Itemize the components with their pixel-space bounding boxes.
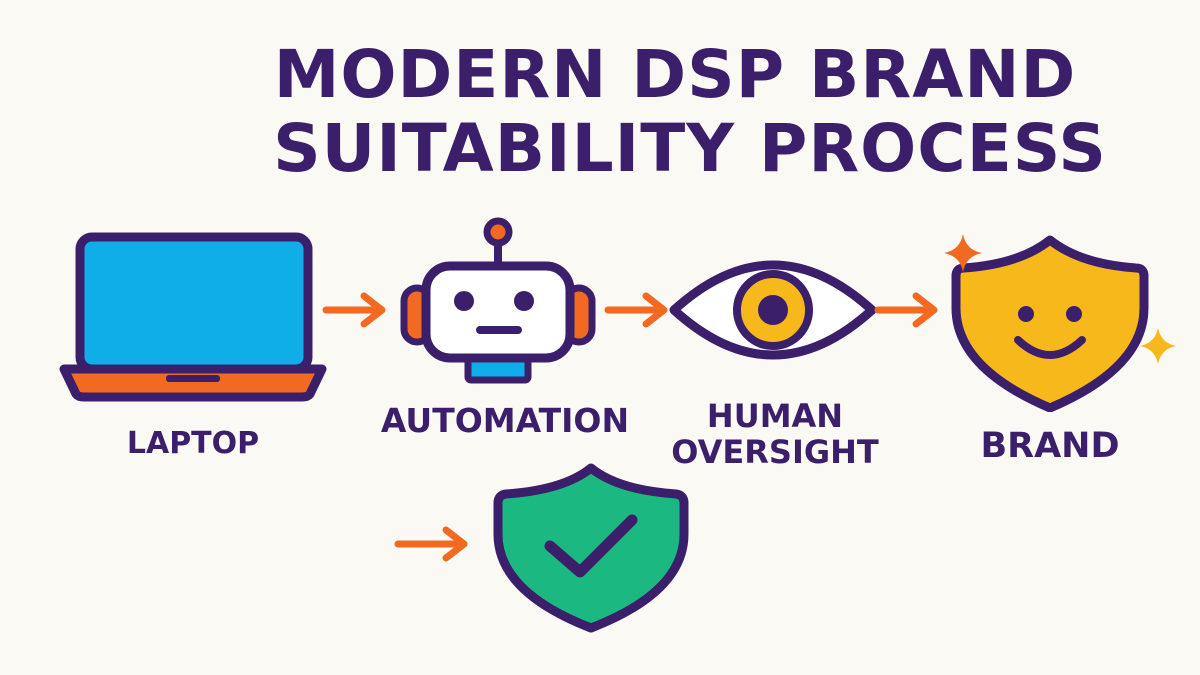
laptop-icon (59, 232, 327, 402)
shield-check-icon (493, 463, 689, 633)
robot-icon (400, 217, 596, 384)
step-label-human-oversight: HUMAN OVERSIGHT (650, 398, 900, 470)
diagram-title: MODERN DSP BRAND SUITABILITY PROCESS (0, 38, 1200, 186)
sparkle-icon (1140, 328, 1176, 364)
arrow-right-icon (394, 526, 468, 562)
title-line-2: SUITABILITY PROCESS (273, 110, 1107, 187)
step-label-line-2: OVERSIGHT (671, 433, 879, 471)
arrow-right-icon (874, 292, 938, 328)
eye-icon (669, 260, 877, 360)
sparkle-icon (944, 234, 982, 272)
step-label-automation: AUTOMATION (380, 401, 630, 440)
step-label-laptop: LAPTOP (126, 426, 260, 461)
arrow-right-icon (322, 292, 386, 328)
arrow-right-icon (604, 292, 668, 328)
title-line-1: MODERN DSP BRAND (273, 36, 1077, 113)
step-label-brand: BRAND (980, 426, 1120, 466)
step-label-line-1: HUMAN (706, 397, 844, 435)
